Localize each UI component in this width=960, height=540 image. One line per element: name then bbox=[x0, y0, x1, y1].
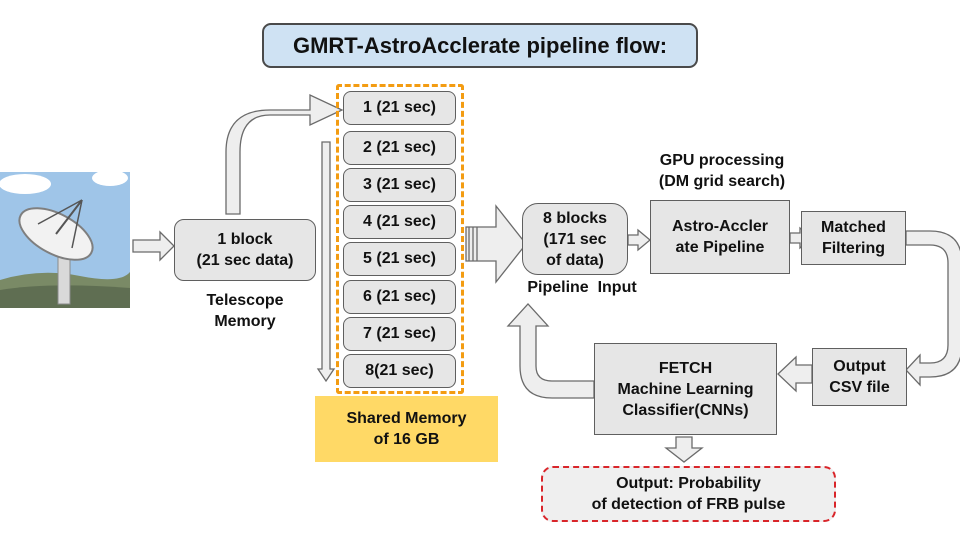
arrow-matched-to-csv bbox=[905, 230, 960, 387]
fetch-classifier-text: FETCH Machine Learning Classifier(CNNs) bbox=[617, 359, 754, 419]
block-box-text: 1 block (21 sec data) bbox=[196, 231, 294, 269]
arrow-fill-down bbox=[316, 141, 336, 383]
pipeline-input-box: 8 blocks (171 sec of data) bbox=[522, 203, 628, 275]
memory-slot-3: 3 (21 sec) bbox=[343, 168, 456, 202]
shared-memory-container bbox=[336, 84, 464, 394]
pipeline-input-text: 8 blocks (171 sec of data) bbox=[542, 209, 608, 269]
page-title-text: GMRT-AstroAcclerate pipeline flow: bbox=[292, 32, 668, 58]
output-csv-box: Output CSV file bbox=[812, 348, 907, 406]
fetch-classifier-box: FETCH Machine Learning Classifier(CNNs) bbox=[594, 343, 777, 435]
memory-slot-8: 8(21 sec) bbox=[343, 354, 456, 388]
memory-slot-7: 7 (21 sec) bbox=[343, 317, 456, 351]
arrow-telescope-to-block bbox=[132, 230, 175, 262]
gpu-processing-caption: GPU processing (DM grid search) bbox=[658, 152, 786, 190]
astro-accelerate-box: Astro-Accler ate Pipeline bbox=[650, 200, 790, 274]
astro-accelerate-text: Astro-Accler ate Pipeline bbox=[671, 218, 769, 256]
radio-telescope-icon bbox=[0, 172, 130, 308]
pipeline-input-caption: Pipeline Input bbox=[527, 279, 637, 296]
memory-slot-1: 1 (21 sec) bbox=[343, 91, 456, 125]
arrow-shared-to-input bbox=[465, 204, 527, 284]
page-title: GMRT-AstroAcclerate pipeline flow: bbox=[262, 23, 698, 68]
matched-filtering-box: Matched Filtering bbox=[801, 211, 906, 265]
memory-slot-4: 4 (21 sec) bbox=[343, 205, 456, 239]
arrow-fetch-to-input bbox=[506, 303, 595, 399]
memory-slot-6: 6 (21 sec) bbox=[343, 280, 456, 314]
final-output-box: Output: Probability of detection of FRB … bbox=[541, 466, 836, 522]
output-csv-text: Output CSV file bbox=[829, 358, 890, 396]
matched-filtering-text: Matched Filtering bbox=[821, 219, 886, 257]
arrow-input-to-astro bbox=[627, 228, 652, 252]
telescope-memory-caption: Telescope Memory bbox=[206, 292, 284, 330]
arrow-fetch-to-output bbox=[664, 436, 704, 463]
final-output-text: Output: Probability of detection of FRB … bbox=[591, 475, 786, 513]
arrow-block-to-shared-memory bbox=[225, 93, 344, 215]
shared-memory-text: Shared Memory of 16 GB bbox=[346, 410, 467, 448]
memory-slot-5: 5 (21 sec) bbox=[343, 242, 456, 276]
memory-slot-2: 2 (21 sec) bbox=[343, 131, 456, 165]
block-box: 1 block (21 sec data) bbox=[174, 219, 316, 281]
shared-memory-label: Shared Memory of 16 GB bbox=[315, 396, 498, 462]
arrow-csv-to-fetch bbox=[777, 355, 813, 393]
